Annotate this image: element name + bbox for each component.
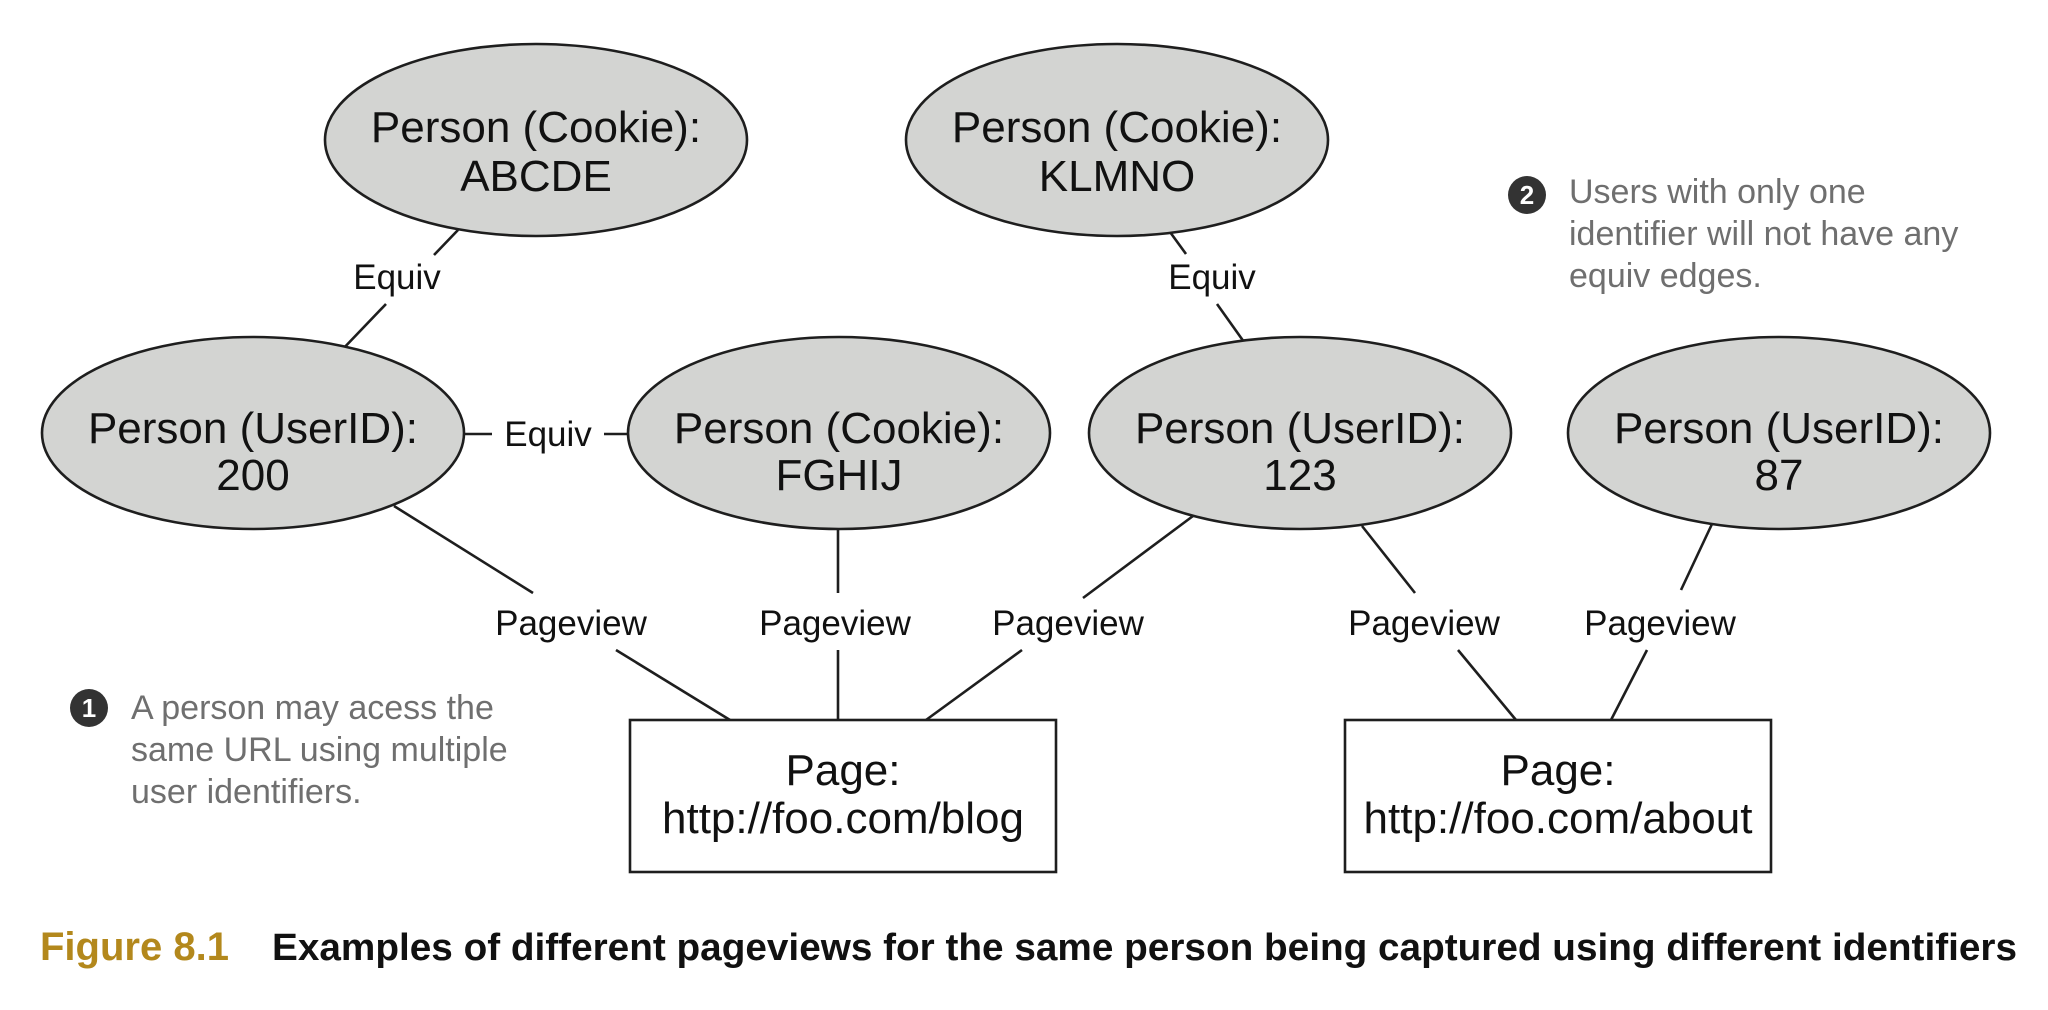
edge-label-pageview-87-about: Pageview (1584, 604, 1736, 643)
edge-label-equiv-200-fghij: Equiv (504, 415, 592, 454)
node-userid-200-type: Person (UserID): (88, 404, 418, 453)
edge-label-equiv-abcde-200: Equiv (353, 258, 441, 297)
edge-label-equiv-klmno-123: Equiv (1168, 258, 1256, 297)
node-userid-123-type: Person (UserID): (1135, 404, 1465, 453)
edge-labels: Equiv Equiv Equiv Pageview Pageview Page… (353, 258, 1736, 643)
node-cookie-fghij-shape (626, 335, 1052, 531)
callout-2-number: 2 (1520, 180, 1534, 210)
callout-1-line-2: same URL using multiple (131, 731, 508, 769)
node-page-blog-url: http://foo.com/blog (662, 794, 1024, 843)
node-userid-200-shape (40, 335, 466, 531)
node-page-about-type: Page: (1501, 746, 1616, 795)
edge-pageview-87-about-lower (1609, 649, 1649, 721)
edge-pageview-123-about-upper (1360, 525, 1417, 594)
figure-label: Figure 8.1 (40, 925, 229, 969)
callout-1-line-3: user identifiers. (131, 773, 362, 811)
edge-pageview-200-blog-lower (615, 648, 731, 722)
node-page-about-shape (1343, 718, 1773, 874)
edge-label-pageview-123-blog: Pageview (992, 604, 1144, 643)
figure-caption: Figure 8.1 Examples of different pagevie… (40, 925, 2017, 969)
callout-1-line-1: A person may acess the (131, 689, 494, 727)
node-page-blog-shape (628, 718, 1058, 874)
node-userid-123: Person (UserID): 123 (1087, 335, 1513, 531)
node-userid-87-type: Person (UserID): (1614, 404, 1944, 453)
edge-equiv-klmno-123-upper (1168, 231, 1188, 255)
node-cookie-abcde-id: ABCDE (460, 152, 612, 201)
edge-pageview-123-blog-lower (925, 648, 1023, 722)
node-userid-87-shape (1566, 335, 1992, 531)
node-cookie-abcde: Person (Cookie): ABCDE (323, 42, 749, 238)
callout-2-line-2: identifier will not have any (1569, 215, 1958, 253)
node-cookie-klmno-id: KLMNO (1039, 152, 1195, 201)
node-userid-87: Person (UserID): 87 (1566, 335, 1992, 531)
node-userid-87-id: 87 (1755, 451, 1804, 500)
node-userid-200: Person (UserID): 200 (40, 335, 466, 531)
callout-1: 1 A person may acess the same URL using … (70, 689, 508, 811)
edge-pageview-87-about-upper (1679, 523, 1714, 591)
edge-pageview-123-blog-upper (1082, 514, 1194, 600)
node-page-blog-type: Page: (786, 746, 901, 795)
callout-1-number-badge (70, 689, 108, 727)
edge-label-pageview-123-about: Pageview (1348, 604, 1500, 643)
edge-pageview-200-blog-upper (393, 504, 534, 595)
node-cookie-fghij-id: FGHIJ (775, 451, 902, 500)
callout-2-line-1: Users with only one (1569, 173, 1866, 211)
node-userid-123-id: 123 (1263, 451, 1336, 500)
node-cookie-klmno-shape (904, 42, 1330, 238)
node-cookie-fghij: Person (Cookie): FGHIJ (626, 335, 1052, 531)
figure-title: Examples of different pageviews for the … (272, 927, 2017, 969)
edge-equiv-abcde-200-lower (339, 303, 387, 353)
node-page-about-url: http://foo.com/about (1364, 794, 1753, 843)
node-userid-200-id: 200 (216, 451, 289, 500)
callout-2-line-3: equiv edges. (1569, 257, 1762, 295)
edge-label-pageview-fghij-blog: Pageview (759, 604, 911, 643)
node-cookie-abcde-type: Person (Cookie): (371, 103, 701, 152)
edge-equiv-abcde-200-upper (433, 229, 459, 256)
callout-2-number-badge (1508, 176, 1546, 214)
node-userid-123-shape (1087, 335, 1513, 531)
edge-label-pageview-200-blog: Pageview (495, 604, 647, 643)
node-page-about: Page: http://foo.com/about (1343, 718, 1773, 874)
callout-1-number: 1 (82, 693, 96, 723)
edges (339, 229, 1714, 722)
node-cookie-abcde-shape (323, 42, 749, 238)
node-page-blog: Page: http://foo.com/blog (628, 718, 1058, 874)
callout-2: 2 Users with only one identifier will no… (1508, 173, 1958, 295)
edge-pageview-123-about-lower (1456, 649, 1518, 721)
node-cookie-klmno-type: Person (Cookie): (952, 103, 1282, 152)
node-cookie-klmno: Person (Cookie): KLMNO (904, 42, 1330, 238)
node-cookie-fghij-type: Person (Cookie): (674, 404, 1004, 453)
